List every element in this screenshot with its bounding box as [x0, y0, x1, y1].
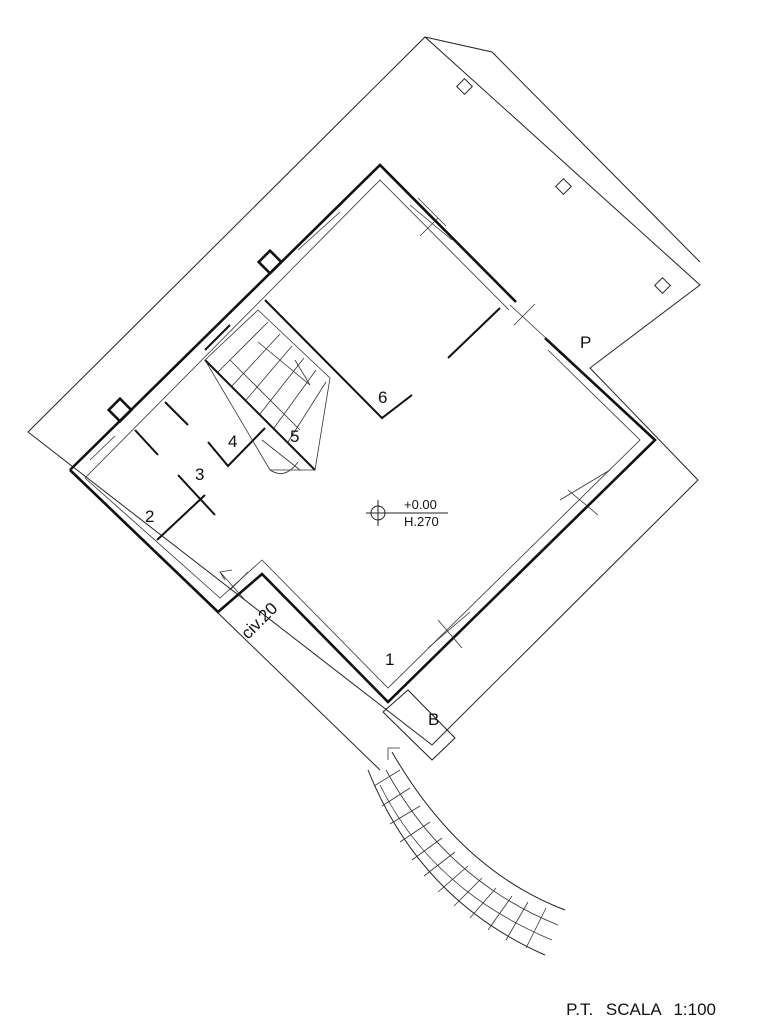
balcony-label: B [428, 710, 439, 729]
entrance-label: civ.20 [237, 599, 281, 643]
partition [134, 429, 159, 456]
portico-label: P [580, 333, 591, 352]
exterior-wall-inner [84, 179, 510, 479]
room-label-1: 1 [385, 650, 394, 669]
window [409, 197, 453, 241]
column-marker [654, 277, 671, 294]
site-boundary [27, 36, 701, 746]
exterior-wall [69, 337, 657, 704]
pier [106, 396, 134, 424]
exterior-wall-inner [84, 349, 641, 689]
partition [156, 494, 206, 541]
partition [177, 474, 216, 516]
column-marker [456, 78, 473, 95]
external-stair [367, 747, 566, 956]
partition [204, 324, 231, 351]
window [509, 303, 549, 341]
partition [164, 401, 189, 426]
level-elevation: +0.00 [404, 497, 437, 512]
window [89, 435, 116, 461]
scale-label: SCALA 1:100 [605, 1000, 716, 1019]
entry-path [216, 611, 381, 771]
exterior-wall [69, 163, 517, 471]
portico-outline [424, 36, 701, 263]
column-marker [555, 178, 572, 195]
level-height: H.270 [404, 514, 439, 529]
floor-code: P.T. [566, 1000, 594, 1019]
balcony-outline [382, 689, 456, 761]
entrance-arrow-icon [219, 569, 249, 601]
room-label-3: 3 [195, 465, 204, 484]
window [427, 611, 471, 649]
room-label-6: 6 [378, 388, 387, 407]
room-label-4: 4 [228, 432, 237, 451]
partition [204, 359, 316, 471]
window [297, 211, 341, 251]
window [559, 469, 611, 516]
partition [264, 299, 413, 420]
staircase [204, 309, 331, 474]
room-label-2: 2 [145, 507, 154, 526]
level-marker-icon [366, 500, 448, 526]
drawing-caption: P.T. SCALA 1:100 [566, 1000, 716, 1020]
room-label-5: 5 [290, 427, 299, 446]
partition [447, 307, 501, 359]
pier [256, 248, 284, 276]
